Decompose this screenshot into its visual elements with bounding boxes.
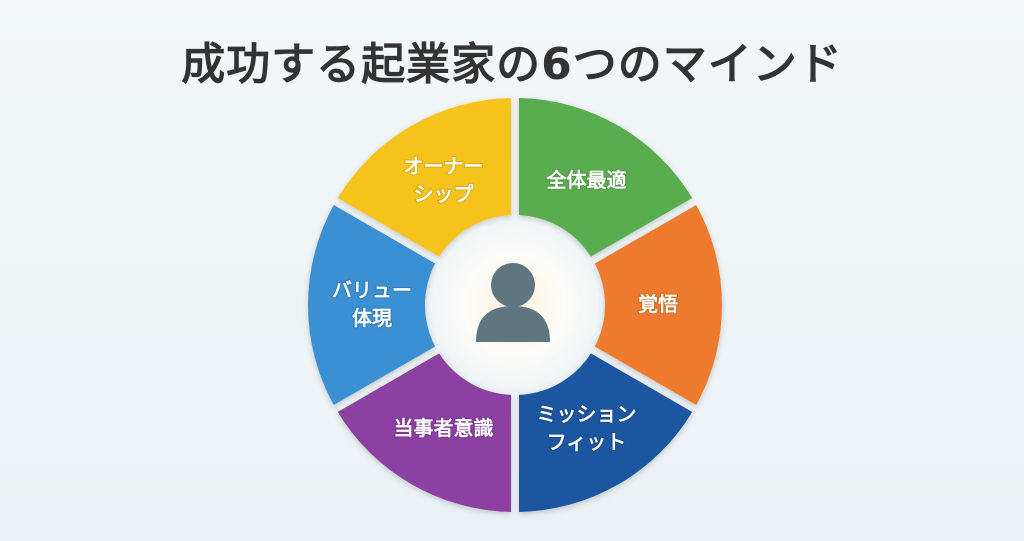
segment-label-line: シップ: [414, 182, 475, 206]
segment-label-line: フィット: [547, 429, 627, 453]
segment-label-line: 体現: [352, 306, 392, 330]
segment-label: 覚悟: [638, 292, 678, 316]
segment-label-line: バリュー: [332, 278, 412, 302]
segment-3: [337, 353, 512, 512]
segment-5: [337, 98, 512, 257]
segment-label: 全体最適: [546, 168, 627, 192]
segment-2: [518, 353, 693, 512]
page-title: 成功する起業家の6つのマインド: [181, 39, 843, 90]
segment-label-line: 全体最適: [546, 168, 627, 192]
segment-0: [518, 98, 693, 257]
segment-label: オーナーシップ: [404, 154, 484, 206]
segment-label-line: ミッション: [537, 401, 637, 425]
segment-label-line: 当事者意識: [394, 415, 494, 439]
segment-label-line: 覚悟: [638, 292, 678, 316]
segment-label: ミッションフィット: [537, 401, 637, 453]
segment-1: [594, 204, 722, 406]
segment-4: [308, 204, 436, 406]
segment-label: バリュー体現: [332, 278, 412, 330]
segment-label-line: オーナー: [404, 154, 484, 178]
segment-label: 当事者意識: [394, 415, 494, 439]
person-icon: [476, 263, 550, 342]
